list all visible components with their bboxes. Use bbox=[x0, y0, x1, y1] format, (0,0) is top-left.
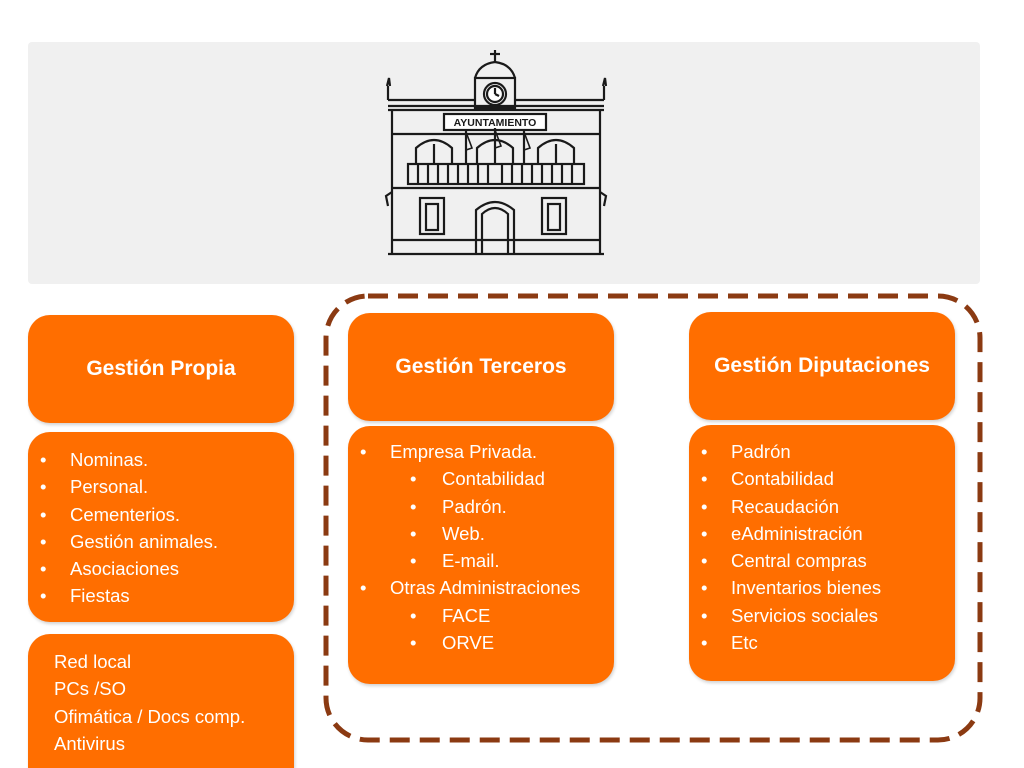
list-item: Nominas. bbox=[28, 446, 294, 474]
gestion-diputaciones-title: Gestión Diputaciones bbox=[689, 312, 955, 420]
list-item: Fiestas bbox=[28, 582, 294, 610]
list-item: Empresa Privada. bbox=[348, 438, 614, 466]
list-item: Asociaciones bbox=[28, 555, 294, 583]
gestion-propia-title: Gestión Propia bbox=[28, 315, 294, 423]
list-subitem: FACE bbox=[348, 602, 614, 630]
list-item: Cementerios. bbox=[28, 501, 294, 529]
list-item: Otras Administraciones bbox=[348, 574, 614, 602]
town-hall-icon: AYUNTAMIENTO bbox=[384, 50, 608, 256]
gestion-propia-list: Nominas. Personal. Cementerios. Gestión … bbox=[28, 432, 294, 622]
infra-line: PCs /SO bbox=[54, 678, 126, 700]
building-sign-text: AYUNTAMIENTO bbox=[454, 117, 537, 129]
infra-line: Ofimática / Docs comp. bbox=[54, 705, 246, 727]
grouping-frame bbox=[323, 293, 983, 743]
gestion-diputaciones-list: Padrón Contabilidad Recaudación eAdminis… bbox=[689, 425, 955, 681]
list-item: Gestión animales. bbox=[28, 528, 294, 556]
list-subitem: ORVE bbox=[348, 629, 614, 657]
list-item: Recaudación bbox=[689, 493, 955, 521]
infra-line: Antivirus bbox=[54, 732, 125, 754]
list-item: Personal. bbox=[28, 473, 294, 501]
list-item: eAdministración bbox=[689, 520, 955, 548]
list-item: Contabilidad bbox=[689, 465, 955, 493]
list-item: Inventarios bienes bbox=[689, 574, 955, 602]
list-subitem: Contabilidad bbox=[348, 465, 614, 493]
infra-line: Red local bbox=[54, 651, 132, 672]
list-item: Servicios sociales bbox=[689, 602, 955, 630]
gestion-propia-title-text: Gestión Propia bbox=[86, 357, 236, 380]
list-item: Central compras bbox=[689, 547, 955, 575]
list-subitem: Web. bbox=[348, 520, 614, 548]
gestion-terceros-title-text: Gestión Terceros bbox=[395, 355, 567, 378]
list-item: Etc bbox=[689, 629, 955, 657]
gestion-diputaciones-title-text: Gestión Diputaciones bbox=[714, 354, 930, 377]
list-subitem: E-mail. bbox=[348, 547, 614, 575]
list-item: Padrón bbox=[689, 438, 955, 466]
list-subitem: Padrón. bbox=[348, 493, 614, 521]
infraestructura-box: Red local PCs /SO Ofimática / Docs comp.… bbox=[28, 634, 294, 768]
gestion-terceros-list: Empresa Privada. Contabilidad Padrón. We… bbox=[348, 426, 614, 684]
gestion-terceros-title: Gestión Terceros bbox=[348, 313, 614, 421]
